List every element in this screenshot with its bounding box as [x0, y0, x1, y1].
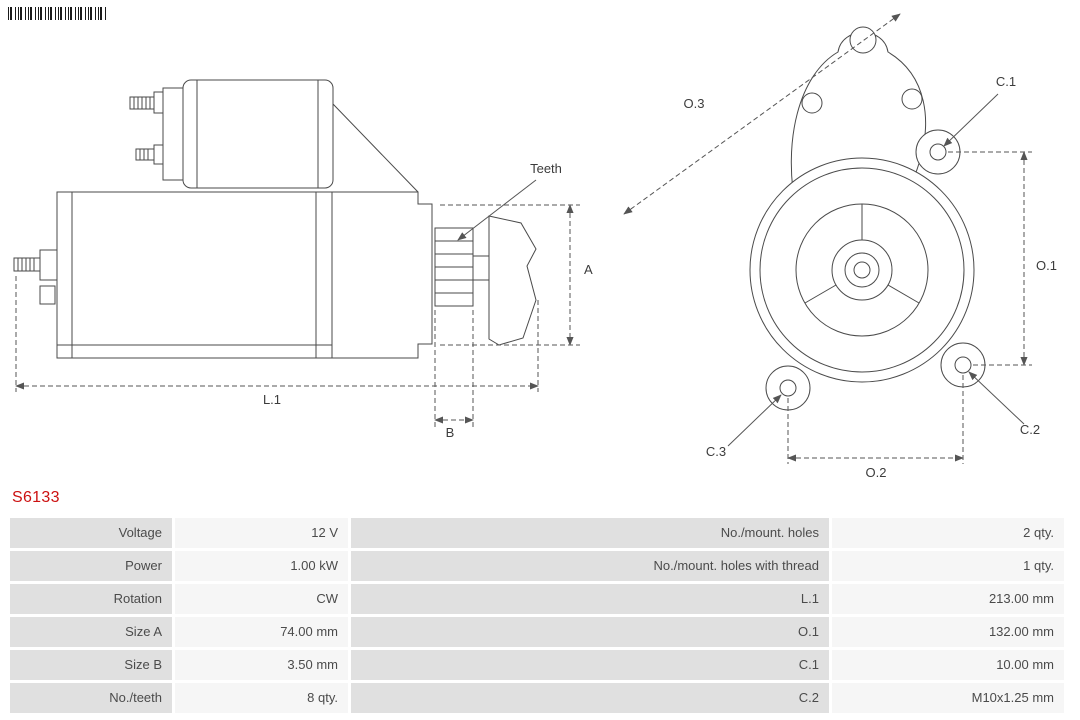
part-number: S6133: [12, 489, 60, 506]
spec-value: 132.00 mm: [832, 617, 1064, 647]
dim-label-c1: C.1: [996, 74, 1016, 89]
dim-label-o1: O.1: [1036, 258, 1057, 273]
mount-hole-bottom-right: [954, 356, 972, 374]
spec-label: Power: [10, 551, 172, 581]
mounting-flange: [749, 157, 975, 383]
spec-label: Size A: [10, 617, 172, 647]
spec-value: M10x1.25 mm: [832, 683, 1064, 713]
side-view-dimensions: Teeth A L.1 B: [15, 161, 593, 440]
dim-label-o3: O.3: [684, 96, 705, 111]
spec-value: 2 qty.: [832, 518, 1064, 548]
spec-label: Size B: [10, 650, 172, 680]
technical-drawing: Teeth A L.1 B: [13, 13, 1057, 480]
dim-label-l1: L.1: [263, 392, 281, 407]
shaft-center: [853, 261, 871, 279]
spec-label: L.1: [351, 584, 829, 614]
dim-label-b: B: [446, 425, 455, 440]
spec-value: 1 qty.: [832, 551, 1064, 581]
terminal-studs: [129, 91, 164, 165]
motor-body: [56, 191, 333, 359]
rear-stud: [13, 249, 58, 305]
spec-label: No./teeth: [10, 683, 172, 713]
spec-label: No./mount. holes: [351, 518, 829, 548]
barcode: [8, 7, 106, 20]
spec-label: C.2: [351, 683, 829, 713]
spec-value: 12 V: [175, 518, 348, 548]
dim-label-a: A: [584, 262, 593, 277]
specs-table: Voltage 12 V No./mount. holes 2 qty. Pow…: [10, 518, 1064, 713]
drive-housing: [331, 191, 433, 359]
dim-label-c2: C.2: [1020, 422, 1040, 437]
spec-value: 10.00 mm: [832, 650, 1064, 680]
front-view-dimensions: O.3 C.1 O.1 C.3 C.2 O.2: [623, 13, 1057, 480]
spec-label: Rotation: [10, 584, 172, 614]
spec-value: 3.50 mm: [175, 650, 348, 680]
spec-value: CW: [175, 584, 348, 614]
spec-value: 1.00 kW: [175, 551, 348, 581]
spec-label: C.1: [351, 650, 829, 680]
spec-value: 74.00 mm: [175, 617, 348, 647]
mount-hole-bottom-left: [779, 379, 797, 397]
top-lug-hole: [849, 26, 877, 54]
spec-label: O.1: [351, 617, 829, 647]
spec-value: 8 qty.: [175, 683, 348, 713]
solenoid-body: [182, 79, 334, 189]
spec-label: Voltage: [10, 518, 172, 548]
dim-label-o2: O.2: [866, 465, 887, 480]
spec-label: No./mount. holes with thread: [351, 551, 829, 581]
spec-value: 213.00 mm: [832, 584, 1064, 614]
solenoid-cap: [162, 87, 184, 181]
starter-front-view: [749, 26, 986, 411]
starter-side-view: [13, 79, 537, 359]
mount-hole-top-right: [929, 143, 947, 161]
dim-label-c3: C.3: [706, 444, 726, 459]
pinion-gear: [434, 215, 537, 346]
dim-label-teeth: Teeth: [530, 161, 562, 176]
